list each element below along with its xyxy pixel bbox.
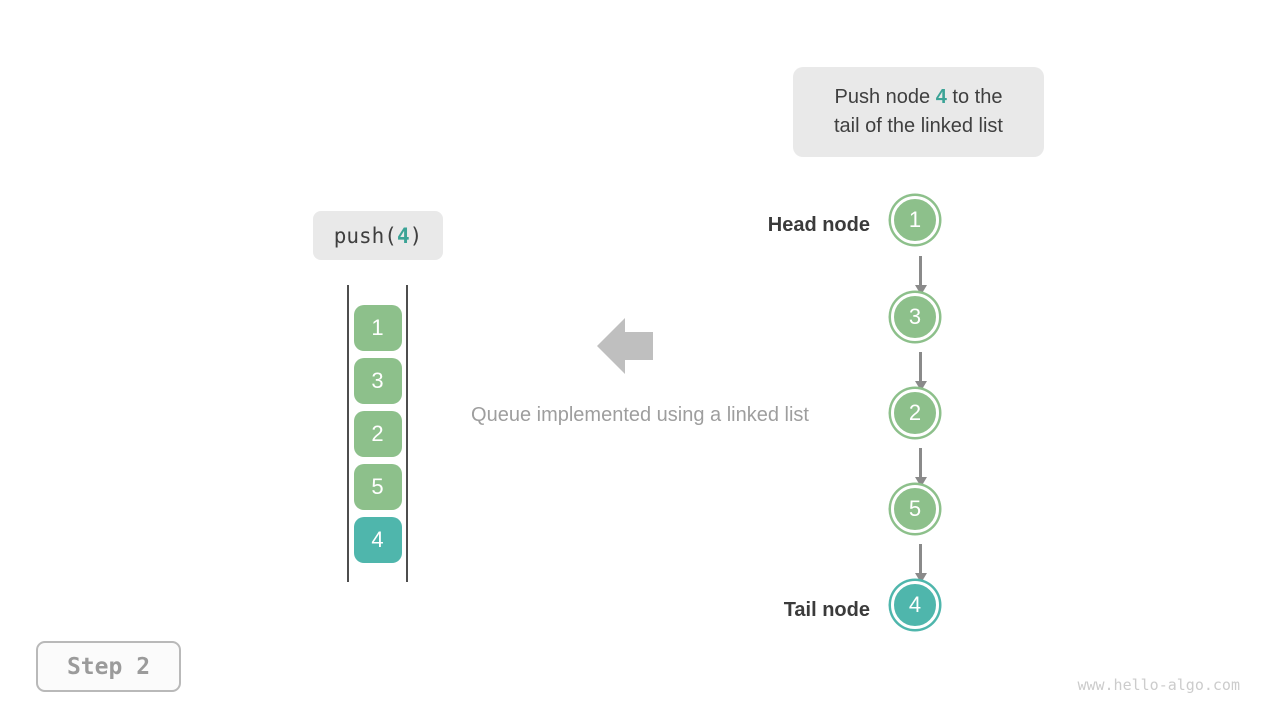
callout-highlight-value: 4 [935,86,947,108]
push-label-prefix: push( [333,223,397,248]
queue-item: 2 [353,411,402,457]
linked-list-node-pushed: 4 [891,581,939,629]
queue-item-pushed: 4 [353,517,402,563]
left-block-arrow-icon [597,318,653,374]
head-node-label: Head node [767,214,870,236]
push-label-suffix: ) [409,223,423,248]
callout-line1-prefix: Push node [834,86,936,108]
tail-node-label: Tail node [783,599,870,621]
queue-item: 3 [353,358,402,404]
push-operation-label: push(4) [313,211,443,260]
queue-container: 1 3 2 5 4 [347,285,408,582]
down-arrow-icon [919,448,922,485]
figure-caption: Queue implemented using a linked list [471,404,809,426]
step-badge: Step 2 [36,641,181,692]
linked-list-node: 2 [891,389,939,437]
linked-list-node: 3 [891,293,939,341]
callout-line1-suffix: to the [946,86,1003,108]
queue-item: 1 [353,305,402,351]
watermark-url: www.hello-algo.com [1077,676,1240,694]
linked-list-node: 5 [891,485,939,533]
down-arrow-icon [919,352,922,389]
down-arrow-icon [919,544,922,581]
linked-list-node: 1 [891,196,939,244]
down-arrow-icon [919,256,922,293]
callout-line2: tail of the linked list [834,115,1003,137]
queue-item: 5 [353,464,402,510]
push-label-arg: 4 [396,223,410,248]
callout-line1: Push node 4 to the [835,83,1003,112]
callout-push-node: Push node 4 to the tail of the linked li… [793,67,1044,157]
